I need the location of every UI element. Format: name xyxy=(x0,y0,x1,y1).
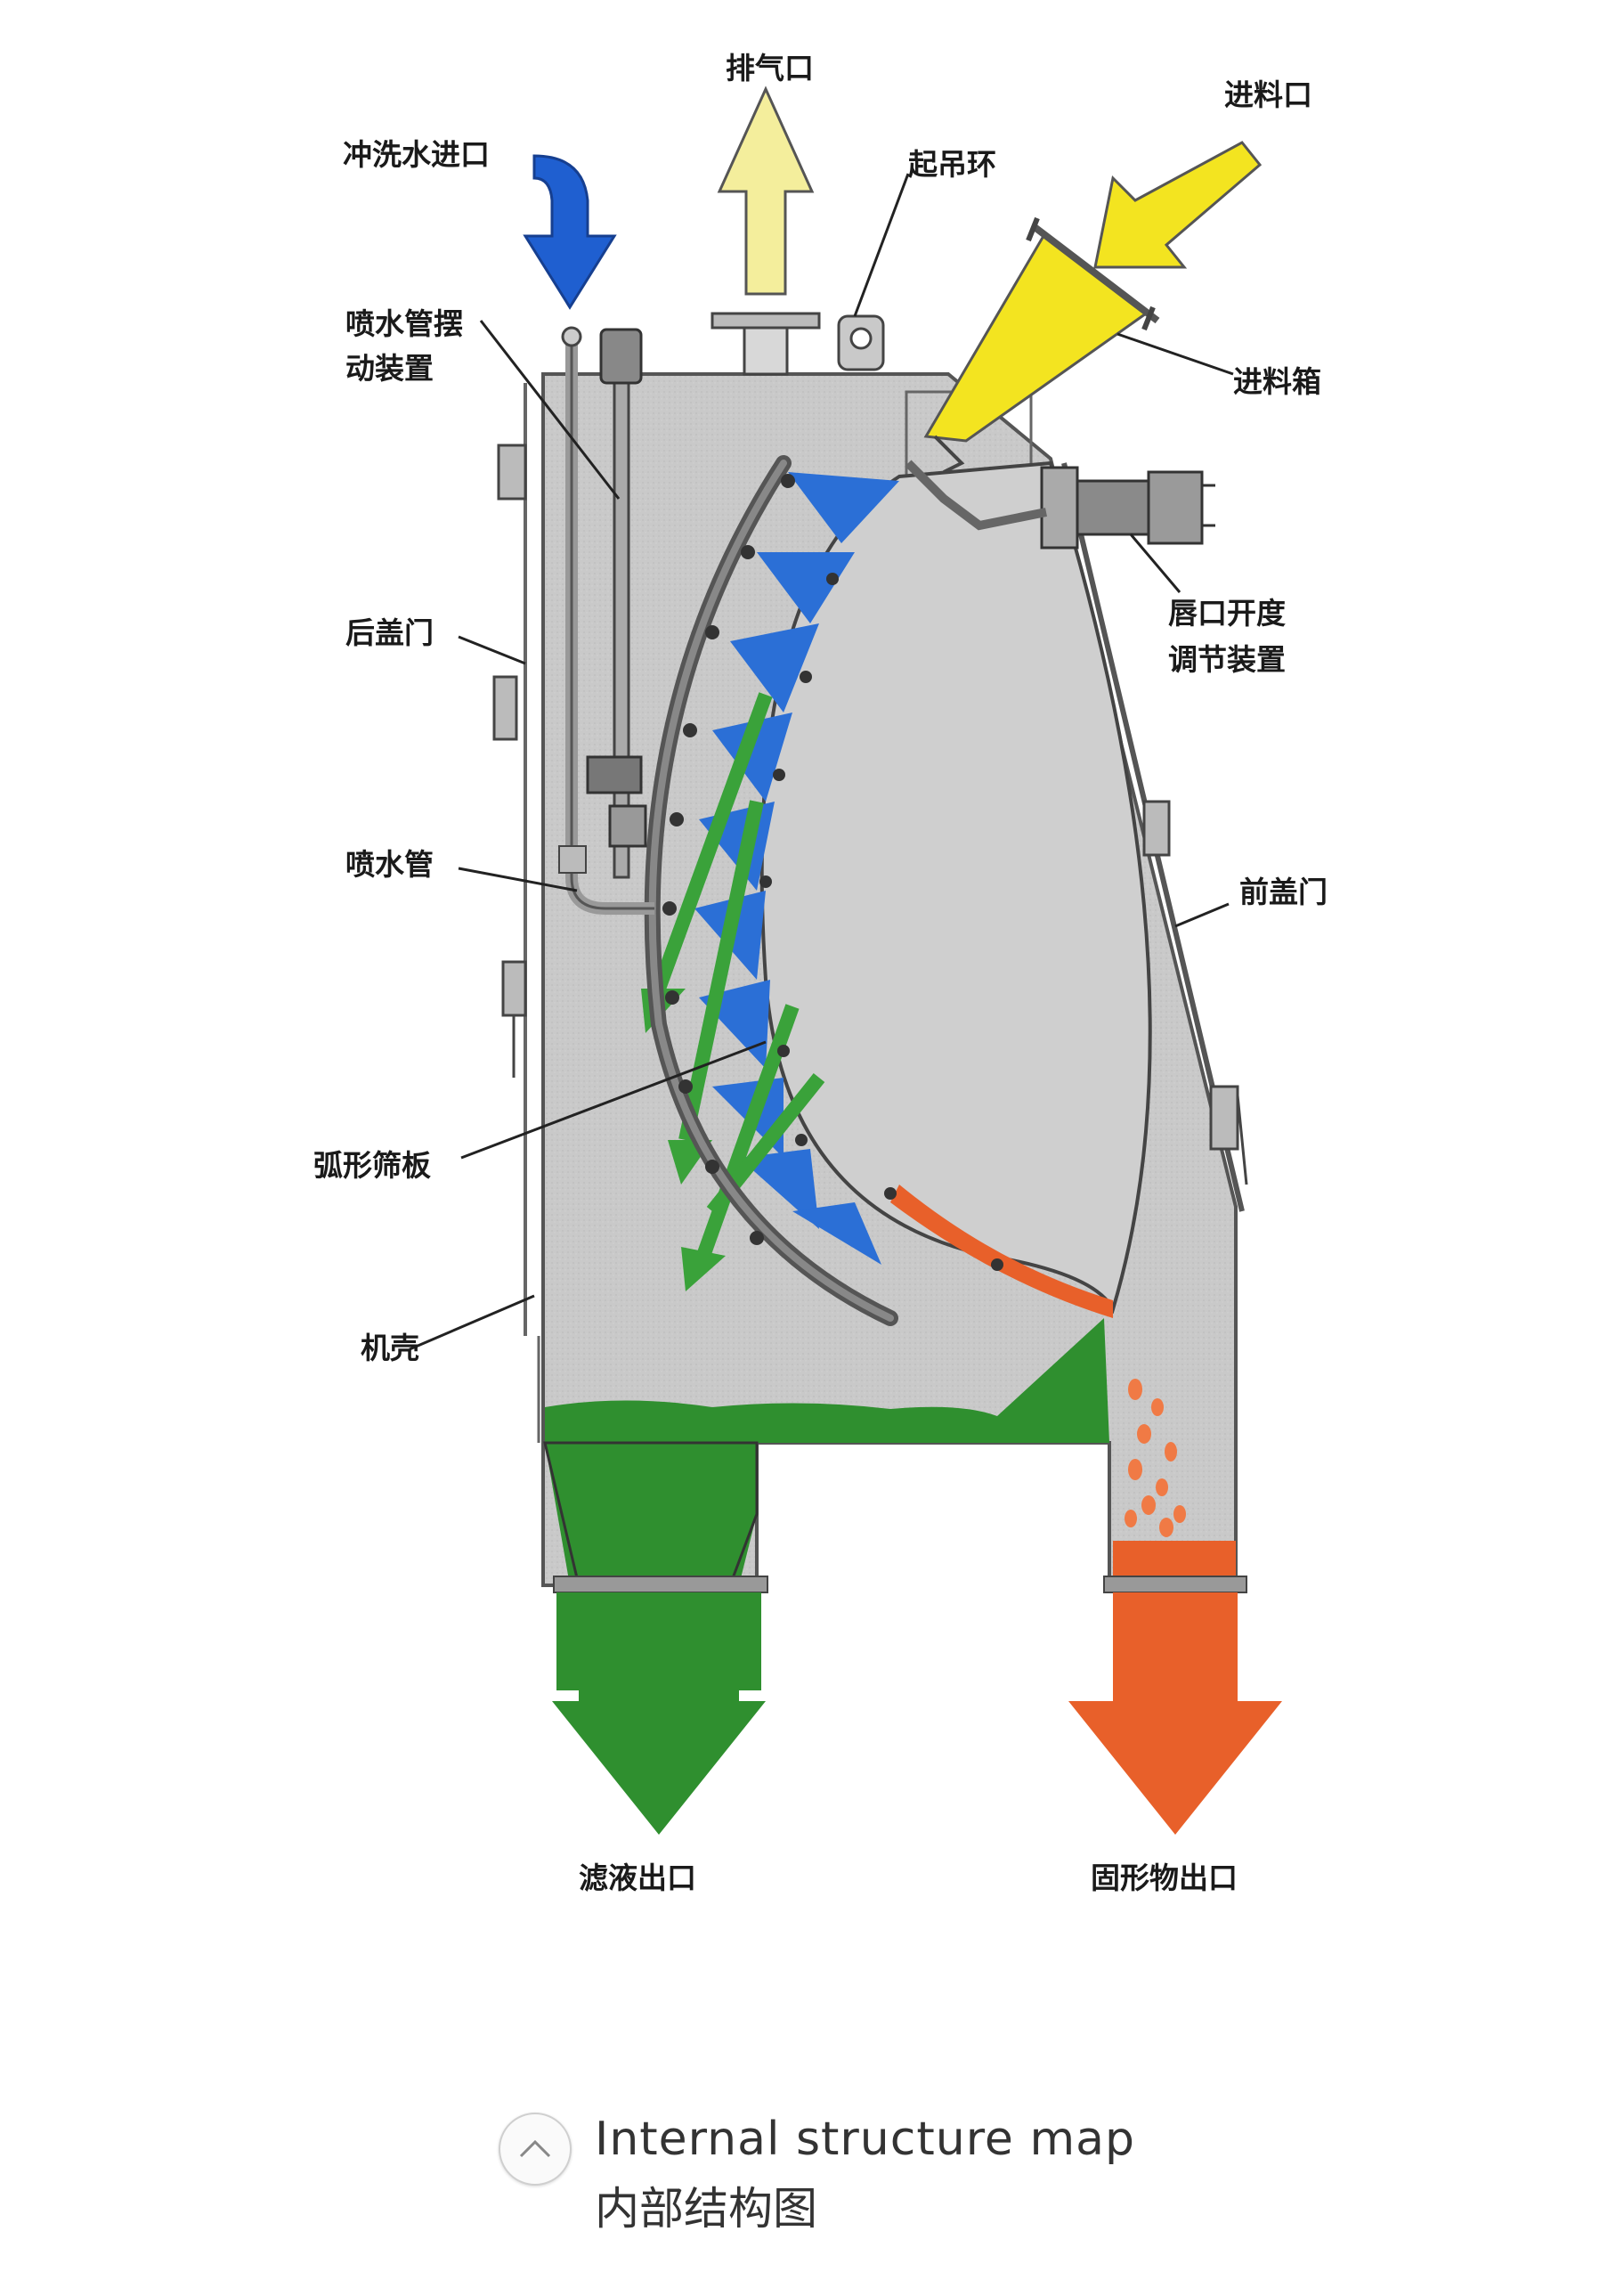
solids-column xyxy=(1113,1541,1236,1585)
caption-english: Internal structure map xyxy=(595,2113,1135,2166)
lifting-ring xyxy=(837,314,885,371)
feed-arrow xyxy=(1093,141,1263,269)
exhaust-arrow xyxy=(717,86,815,296)
label-lifting-ring: 起吊环 xyxy=(908,147,996,182)
caption-chinese: 内部结构图 xyxy=(595,2183,817,2235)
label-flush-water-inlet: 冲洗水进口 xyxy=(343,137,490,172)
lip-opening-adjuster xyxy=(905,460,1215,550)
label-lip-adjust-2: 调节装置 xyxy=(1168,642,1286,677)
filtrate-arrow xyxy=(552,1603,766,1835)
label-spray-pipe: 喷水管 xyxy=(345,847,434,882)
label-solids-outlet: 固形物出口 xyxy=(1091,1861,1238,1895)
label-spray-pipe-swing: 喷水管摆 xyxy=(345,306,463,341)
label-filtrate-outlet: 滤液出口 xyxy=(579,1861,696,1895)
spray-pipe-swing-shaft xyxy=(613,332,630,879)
label-exhaust-port: 排气口 xyxy=(726,51,814,86)
solids-layer xyxy=(890,1185,1113,1318)
solids-arrow xyxy=(1068,1592,1282,1835)
falling-solids xyxy=(1125,1379,1186,1537)
filtrate-hopper xyxy=(543,1441,759,1587)
label-feed-inlet: 进料口 xyxy=(1224,77,1312,112)
label-feed-box: 进料箱 xyxy=(1233,364,1321,399)
label-lip-adjust-1: 唇口开度 xyxy=(1168,596,1286,631)
label-arc-screen: 弧形筛板 xyxy=(313,1148,431,1183)
label-front-door: 前盖门 xyxy=(1239,875,1328,909)
label-casing: 机壳 xyxy=(361,1331,419,1365)
leader-lines xyxy=(409,173,1234,1351)
chevron-up-icon xyxy=(519,2139,551,2158)
collapse-caption-button[interactable] xyxy=(499,2113,572,2186)
flush-water-arrow xyxy=(523,154,617,310)
label-rear-door: 后盖门 xyxy=(345,615,434,650)
label-spray-pipe-swing-2: 动装置 xyxy=(345,351,434,386)
